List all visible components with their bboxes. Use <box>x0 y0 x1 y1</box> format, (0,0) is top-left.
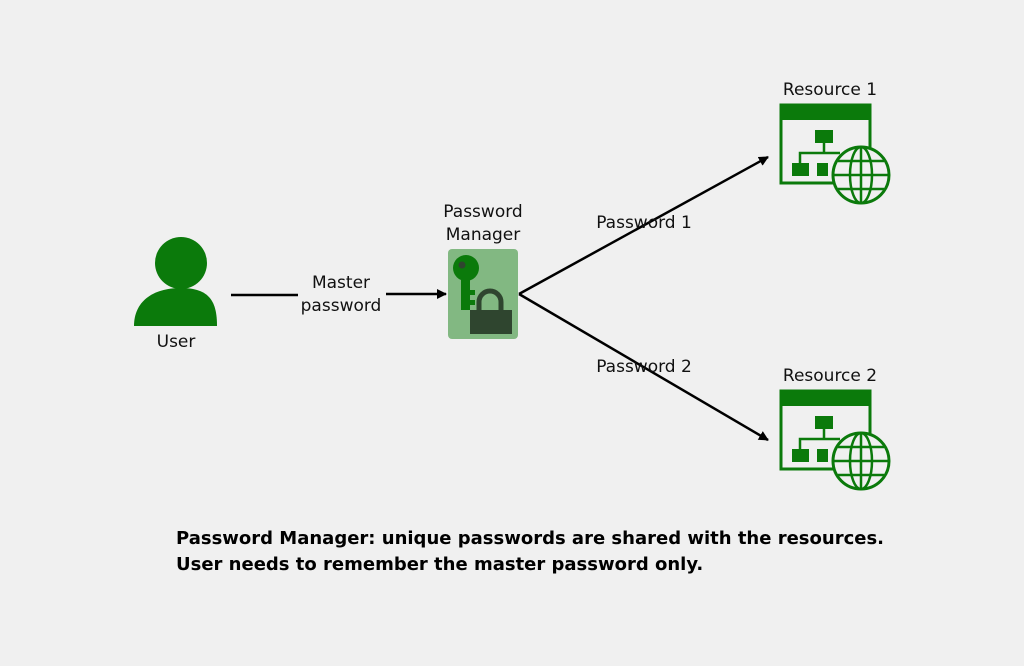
lock-icon <box>470 288 512 334</box>
master-password-label-line2: password <box>300 296 382 316</box>
password-manager-label-line1: Password <box>443 202 523 222</box>
resource2-icon <box>779 389 891 491</box>
globe-icon <box>831 431 891 491</box>
caption-line1: Password Manager: unique passwords are s… <box>176 528 885 549</box>
caption: Password Manager: unique passwords are s… <box>176 526 884 578</box>
resource1-icon <box>779 103 891 205</box>
password-manager-label-line2: Manager <box>445 225 521 245</box>
password1-arrow <box>518 155 769 296</box>
master-password-label-line1: Master <box>311 273 371 293</box>
user-icon <box>134 237 217 326</box>
password-manager-label: Password Manager <box>413 201 553 247</box>
key-icon <box>453 255 479 310</box>
resource1-label: Resource 1 <box>782 80 878 100</box>
caption-line2: User needs to remember the master passwo… <box>176 554 704 575</box>
globe-icon <box>831 145 891 205</box>
key-hole <box>458 261 466 269</box>
user-label: User <box>156 332 196 352</box>
master-password-label: Master password <box>283 272 399 318</box>
password-manager-icon <box>448 249 518 339</box>
password2-label: Password 2 <box>596 357 692 377</box>
master-password-arrow <box>231 289 447 299</box>
password2-arrow <box>518 292 769 442</box>
resource2-label: Resource 2 <box>782 366 878 386</box>
password1-label: Password 1 <box>596 213 692 233</box>
